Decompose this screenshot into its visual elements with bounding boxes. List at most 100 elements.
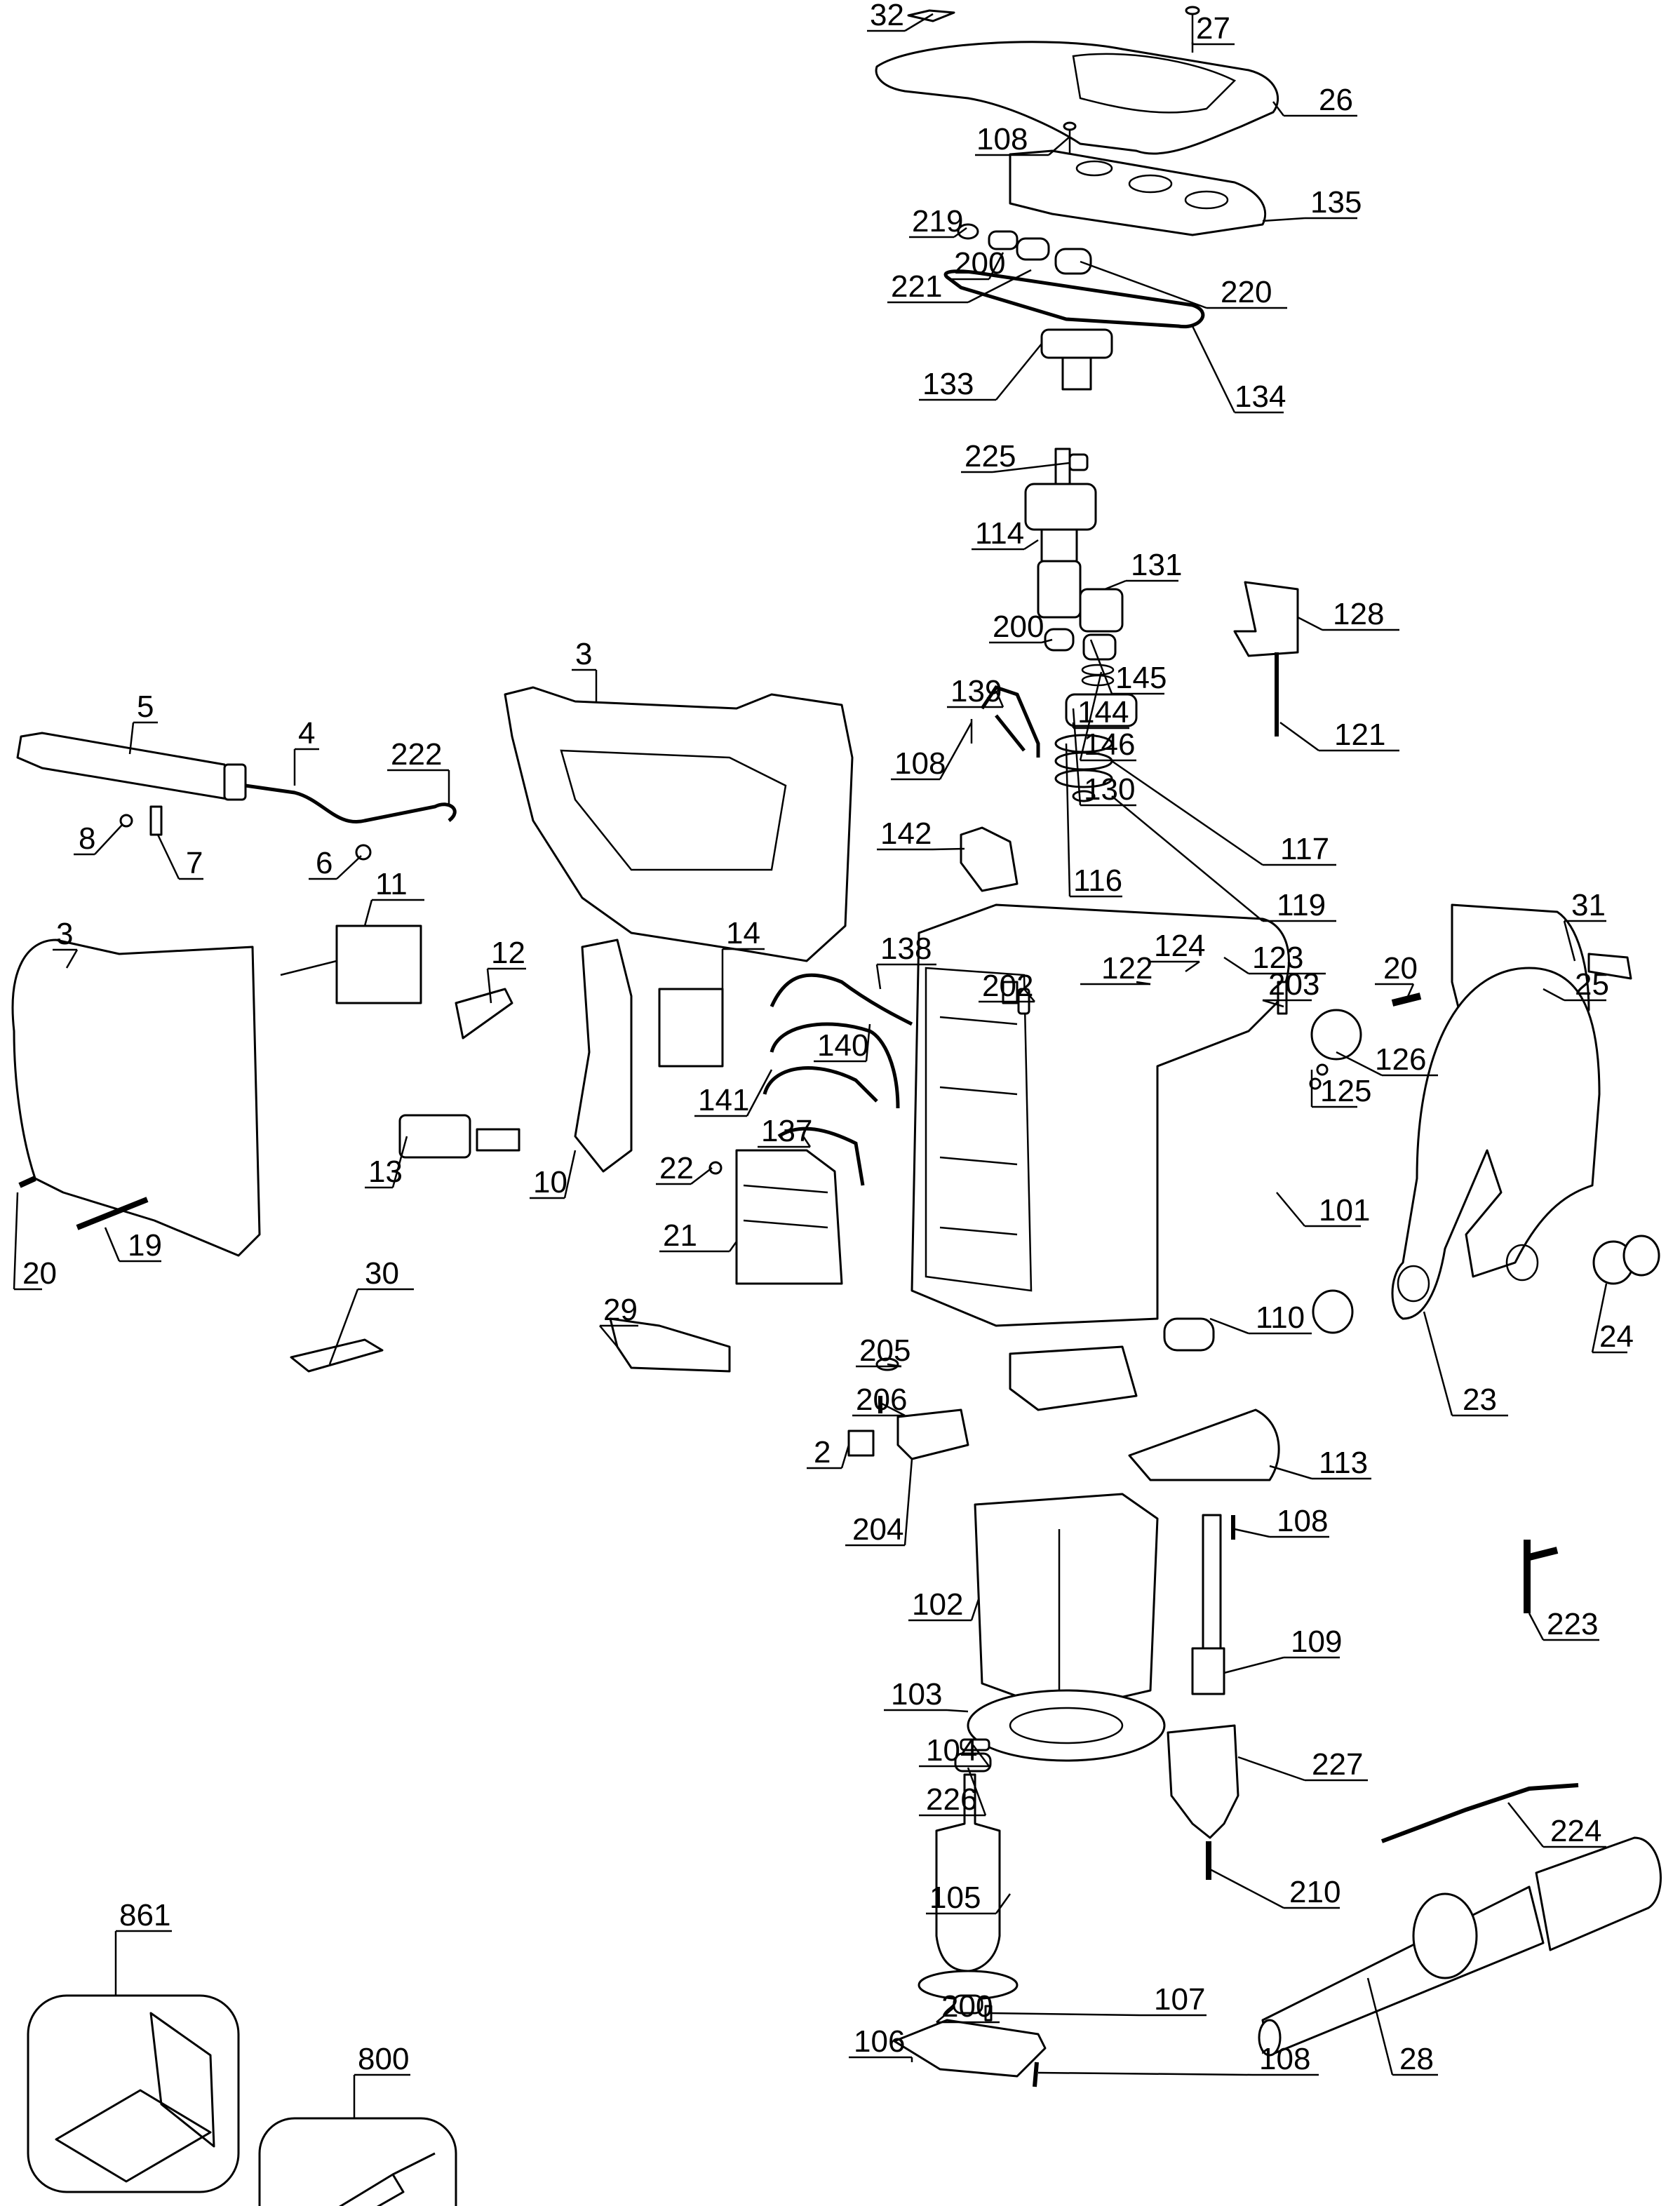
callout-104[interactable]: 104 [919,1733,990,1768]
part-number-label[interactable]: 200 [941,1989,993,2024]
callout-20[interactable]: 20 [13,1192,57,1291]
part-number-label[interactable]: 8 [79,821,95,856]
callout-135[interactable]: 135 [1262,185,1362,222]
callout-2[interactable]: 2 [807,1435,850,1469]
part-number-label[interactable]: 103 [891,1677,942,1711]
callout-224[interactable]: 224 [1507,1802,1606,1848]
part-number-label[interactable]: 219 [912,204,963,238]
part-number-label[interactable]: 20 [22,1256,57,1291]
part-number-label[interactable]: 119 [1277,888,1326,922]
part-number-label[interactable]: 104 [926,1733,977,1768]
part-number-label[interactable]: 116 [1073,863,1122,898]
callout-27[interactable]: 27 [1191,11,1235,46]
callout-108[interactable]: 108 [1234,1504,1329,1538]
callout-861[interactable]: 861 [114,1898,172,1996]
callout-800[interactable]: 800 [353,2042,410,2118]
callout-122[interactable]: 122 [1080,951,1153,986]
callout-200[interactable]: 200 [936,1989,1000,2024]
callout-3[interactable]: 3 [53,917,79,969]
callout-221[interactable]: 221 [887,269,1032,304]
part-number-label[interactable]: 861 [119,1898,170,1932]
callout-116[interactable]: 116 [1065,743,1122,898]
callout-22[interactable]: 22 [656,1151,713,1185]
part-number-label[interactable]: 5 [137,690,154,724]
part-number-label[interactable]: 135 [1310,185,1362,220]
part-number-label[interactable]: 25 [1575,967,1609,1002]
callout-125[interactable]: 125 [1310,1070,1371,1108]
callout-225[interactable]: 225 [961,439,1070,473]
part-number-label[interactable]: 26 [1319,83,1353,117]
part-number-label[interactable]: 19 [128,1228,162,1263]
callout-108[interactable]: 108 [891,722,973,781]
callout-119[interactable]: 119 [1111,795,1336,922]
part-number-label[interactable]: 141 [698,1083,749,1117]
part-number-label[interactable]: 28 [1399,2042,1434,2076]
part-number-label[interactable]: 140 [817,1028,868,1063]
callout-204[interactable]: 204 [845,1458,913,1547]
callout-219[interactable]: 219 [909,204,967,238]
part-number-label[interactable]: 106 [854,2024,905,2059]
part-number-label[interactable]: 108 [1259,2042,1310,2076]
part-number-label[interactable]: 125 [1320,1074,1371,1108]
callout-4[interactable]: 4 [293,716,319,786]
part-number-label[interactable]: 22 [659,1151,694,1185]
callout-8[interactable]: 8 [74,821,123,856]
callout-144[interactable]: 144 [1072,695,1129,729]
callout-123[interactable]: 123 [1223,941,1326,975]
part-number-label[interactable]: 121 [1334,718,1385,752]
part-number-label[interactable]: 11 [375,867,408,901]
part-number-label[interactable]: 133 [922,367,974,401]
callout-3[interactable]: 3 [572,637,598,701]
callout-5[interactable]: 5 [128,690,158,755]
part-number-label[interactable]: 200 [954,246,1005,281]
part-number-label[interactable]: 109 [1291,1625,1342,1659]
part-number-label[interactable]: 4 [298,716,315,751]
callout-28[interactable]: 28 [1366,1977,1438,2076]
callout-20[interactable]: 20 [1375,951,1418,1000]
part-number-label[interactable]: 3 [575,637,592,671]
callout-226[interactable]: 226 [919,1767,987,1817]
callout-139[interactable]: 139 [947,674,1004,708]
callout-113[interactable]: 113 [1269,1446,1371,1480]
part-number-label[interactable]: 222 [391,737,442,772]
callout-24[interactable]: 24 [1591,1283,1634,1354]
part-number-label[interactable]: 110 [1256,1300,1305,1335]
callout-128[interactable]: 128 [1297,597,1399,631]
part-number-label[interactable]: 12 [491,936,525,970]
part-number-label[interactable]: 227 [1312,1747,1363,1782]
part-number-label[interactable]: 31 [1571,888,1606,922]
part-number-label[interactable]: 200 [993,610,1044,644]
part-number-label[interactable]: 139 [950,674,1002,708]
callout-101[interactable]: 101 [1276,1192,1370,1228]
part-number-label[interactable]: 224 [1550,1814,1601,1848]
part-number-label[interactable]: 131 [1131,548,1182,582]
callout-29[interactable]: 29 [599,1293,638,1347]
callout-131[interactable]: 131 [1104,548,1182,591]
callout-109[interactable]: 109 [1223,1625,1342,1674]
callout-146[interactable]: 146 [1079,671,1136,762]
part-number-label[interactable]: 10 [533,1165,567,1199]
callout-106[interactable]: 106 [849,2024,913,2062]
callout-222[interactable]: 222 [387,737,450,807]
callout-133[interactable]: 133 [919,343,1042,401]
part-number-label[interactable]: 205 [859,1333,910,1368]
part-number-label[interactable]: 123 [1252,941,1303,975]
part-number-label[interactable]: 30 [365,1256,399,1291]
part-number-label[interactable]: 27 [1196,11,1230,46]
part-number-label[interactable]: 204 [852,1512,903,1547]
callout-108[interactable]: 108 [975,122,1070,156]
callout-140[interactable]: 140 [814,1023,871,1063]
part-number-label[interactable]: 226 [926,1782,977,1817]
callout-108[interactable]: 108 [1037,2042,1319,2076]
part-number-label[interactable]: 20 [1383,951,1418,986]
callout-10[interactable]: 10 [530,1150,577,1199]
callout-26[interactable]: 26 [1272,83,1357,117]
part-number-label[interactable]: 14 [726,916,760,950]
callout-105[interactable]: 105 [926,1881,1012,1915]
part-number-label[interactable]: 102 [912,1587,963,1622]
callout-103[interactable]: 103 [884,1677,969,1713]
part-number-label[interactable]: 221 [891,269,942,304]
callout-11[interactable]: 11 [363,867,424,927]
callout-107[interactable]: 107 [988,1982,1207,2017]
part-number-label[interactable]: 137 [761,1114,812,1148]
